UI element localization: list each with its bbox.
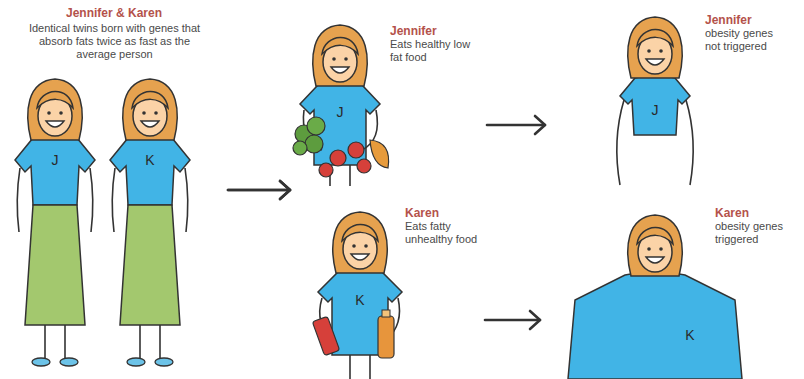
tomato — [348, 142, 364, 158]
description-text: Identical twins born with genes that abs… — [27, 22, 202, 61]
head — [313, 25, 367, 86]
head — [333, 212, 387, 273]
lettuce — [305, 135, 323, 153]
arm — [686, 100, 693, 185]
head — [628, 215, 682, 276]
lettuce — [307, 117, 325, 135]
flow-arrow — [228, 189, 290, 192]
shirt-letter: J — [643, 102, 667, 118]
shirt-letter: K — [348, 292, 372, 308]
bottle — [378, 316, 394, 358]
arm — [617, 100, 624, 185]
shirt — [300, 82, 380, 166]
head — [628, 17, 682, 78]
tomato — [330, 150, 346, 166]
figure-group: Karenobesity genes triggeredK — [540, 190, 804, 379]
healthy-figure — [293, 25, 389, 186]
description-text: obesity genes not triggered — [705, 27, 785, 53]
person-name: Jennifer — [390, 24, 482, 38]
leg — [369, 355, 371, 379]
figure-group: Jenniferobesity genes not triggeredJ — [545, 5, 804, 190]
shirt — [568, 272, 742, 379]
carrot — [370, 140, 389, 168]
shirt-letter: J — [328, 104, 352, 120]
figure-group: JenniferEats healthy low fat foodJ — [290, 5, 487, 190]
person-name: Jennifer — [705, 13, 785, 27]
thin-figure — [617, 17, 693, 185]
shirt-letter: K — [678, 327, 702, 343]
flow-arrow — [487, 124, 545, 127]
unhealthy-figure — [312, 212, 402, 379]
person-name: Karen — [405, 206, 485, 220]
heading-text: Jennifer & Karen — [0, 6, 228, 20]
person-name: Karen — [715, 206, 795, 220]
description-text: obesity genes triggered — [715, 220, 795, 246]
shirt — [620, 75, 690, 135]
description-text: Eats fatty unhealthy food — [405, 220, 485, 246]
shirt-letter: K — [138, 152, 162, 168]
figure-group: KarenEats fatty unhealthy foodK — [290, 190, 485, 379]
twin-figure — [15, 79, 95, 366]
description-text: Eats healthy low fat food — [390, 38, 482, 64]
tomato — [357, 159, 371, 173]
leg — [349, 355, 351, 379]
figure-group: Jennifer & KarenIdentical twins born wit… — [0, 0, 228, 379]
twin-figure — [110, 79, 190, 366]
soda-can — [312, 316, 339, 355]
leg — [349, 165, 351, 186]
shirt-letter: J — [43, 152, 67, 168]
bottle-cap — [382, 310, 390, 317]
lettuce — [293, 141, 307, 155]
flow-arrow — [485, 319, 540, 322]
tomato — [319, 163, 333, 177]
flow-arrow — [228, 189, 290, 192]
